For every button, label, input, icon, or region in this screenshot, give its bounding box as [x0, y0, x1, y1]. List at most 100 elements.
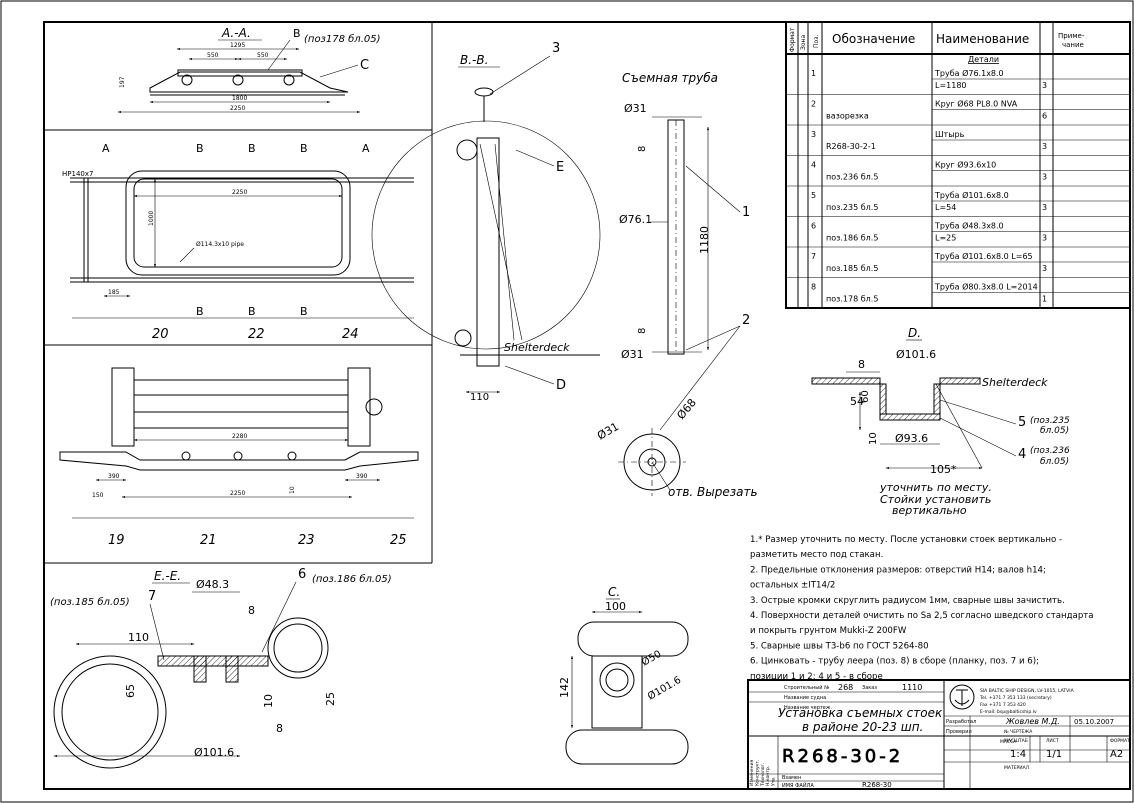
- tb-drawing-no-label: № ЧЕРТЕЖА: [1004, 729, 1033, 735]
- tb-developed: Разработал: [946, 719, 976, 725]
- ee-e10: 10: [262, 694, 275, 708]
- d-note1: уточнить по месту.: [879, 481, 992, 494]
- tb-title2: в районе 20-23 шп.: [802, 720, 923, 734]
- tb-format-label: ФОРМАТ: [1110, 738, 1130, 744]
- row-qty: 3: [1042, 234, 1047, 243]
- tb-number: R268-30-2: [782, 746, 903, 767]
- row-qty: 3: [1042, 264, 1047, 273]
- note-line: 5. Сварные швы Т3-b6 по ГОСТ 5264-80: [750, 641, 929, 651]
- view-aa-title: A.-A.: [221, 26, 251, 40]
- elev-frame-23: 23: [298, 533, 315, 548]
- tb-scale-label: МАСШТАБ: [1004, 738, 1028, 744]
- row-name: Круг Ø68 PL8.0 NVA: [935, 99, 1018, 109]
- note-line: 2. Предельные отклонения размеров: отвер…: [750, 565, 1046, 575]
- view-ee: E.-E. (поз.185 бл.05) 7 6 (поз.186 бл.05…: [50, 567, 392, 769]
- tb-replaces: Взамен: [782, 775, 801, 781]
- plan-frame-22: 22: [248, 327, 265, 342]
- d-callout4-ref2: бл.05): [1040, 457, 1069, 467]
- row-name: Круг Ø93.6x10: [935, 160, 996, 170]
- ee-e8-top: 8: [248, 604, 255, 617]
- ee-marker-6: 6: [298, 567, 306, 582]
- inner-frame: [43, 21, 1131, 790]
- row-pos: 8: [811, 283, 816, 292]
- row-designation: R268-30-2-1: [826, 142, 876, 151]
- plan-b6: B: [300, 305, 308, 318]
- plan-b4: B: [196, 305, 204, 318]
- detail-d-title: D.: [908, 326, 921, 340]
- note-line: 1.* Размер уточнить по месту. После уста…: [750, 535, 1062, 545]
- tb-part-label: Название чертеж.: [784, 705, 832, 711]
- tube-d31-top: Ø31: [624, 102, 647, 115]
- washer-d31: Ø31: [595, 420, 621, 443]
- ee-ref186: (поз.186 бл.05): [312, 573, 392, 585]
- row-qty: 1: [1042, 295, 1047, 304]
- elev-dim-390b: 390: [356, 473, 368, 480]
- c-e142: 142: [558, 677, 571, 698]
- row-name: Труба Ø48.3x8.0: [934, 221, 1004, 231]
- tb-file-label: ИМЯ ФАЙЛА: [782, 782, 814, 789]
- c-d101: Ø101.6: [646, 674, 684, 703]
- view-bb: B.-B. 3 E Shelterdeck D 110: [371, 41, 601, 403]
- row-qty: 3: [1042, 142, 1047, 151]
- ee-e65: 65: [124, 684, 137, 698]
- th-zone: Зона: [800, 35, 807, 50]
- d-callout4-ref: (поз.236: [1030, 446, 1070, 456]
- d-e8: 8: [858, 358, 865, 371]
- tb-project: 268: [838, 683, 853, 692]
- elev-dim-150: 150: [92, 492, 104, 499]
- aa-dim-550b: 550: [257, 52, 269, 59]
- plan-b5: B: [248, 305, 256, 318]
- row-name2: L=54: [935, 203, 956, 212]
- note-line: остальных ±IT14/2: [750, 581, 835, 591]
- aa-dim-550a: 550: [207, 52, 219, 59]
- plan-a-left: A: [102, 142, 110, 155]
- plan-dim-185: 185: [108, 289, 120, 296]
- tb-sheet-label: ЛИСТ: [1046, 738, 1059, 744]
- ee-marker-7: 7: [148, 589, 156, 604]
- aa-dim-1800: 1800: [232, 95, 247, 102]
- row-name: Труба Ø80.3x8.0 L=2014: [934, 282, 1038, 292]
- tb-side-label: Н.контр.: [765, 766, 771, 786]
- table-section: Детали: [968, 55, 999, 64]
- tb-order: 1110: [902, 683, 922, 692]
- row-pos: 5: [811, 191, 816, 200]
- plan-b1: B: [196, 142, 204, 155]
- tb-side-label: Утв.: [771, 777, 777, 786]
- note-line: 4. Поверхности деталей очистить по Sa 2,…: [750, 611, 1094, 621]
- row-pos: 3: [811, 130, 816, 139]
- ee-d48: Ø48.3: [196, 578, 229, 591]
- title-block: Строительный № 268 Заказ 1110 Название с…: [747, 679, 1131, 790]
- elev-dim-2280: 2280: [232, 433, 247, 440]
- note-line: 6. Цинковать - трубу леера (поз. 8) в сб…: [750, 657, 1039, 667]
- tb-company4: E-mail: bsp@balticship.lv: [980, 709, 1037, 715]
- tb-vessel-label: Название судна: [784, 695, 826, 701]
- d-d93: Ø93.6: [895, 432, 928, 445]
- note-line: и покрыть грунтом Mukki-Z 200FW: [750, 626, 907, 636]
- row-pos: 2: [811, 100, 816, 109]
- elev-dim-390a: 390: [108, 473, 120, 480]
- row-designation: поз.185 бл.5: [826, 264, 878, 273]
- d-callout5-ref2: бл.05): [1040, 426, 1069, 436]
- note-line: разметить место под стакан.: [750, 550, 883, 560]
- tube-e8-top: 8: [637, 146, 648, 152]
- view-aa-marker-b: B: [293, 27, 301, 40]
- tb-side-label: Технолог.: [760, 763, 766, 787]
- plan-dim-2250: 2250: [232, 189, 247, 196]
- tb-title1: Установка съемных стоек: [778, 706, 943, 720]
- row-qty: 3: [1042, 173, 1047, 182]
- view-bb-title: B.-B.: [460, 53, 488, 67]
- ee-e110: 110: [128, 631, 149, 644]
- d-e60: 60: [860, 390, 871, 403]
- d-callout4: 4: [1018, 447, 1026, 462]
- row-name: Штырь: [935, 130, 965, 139]
- row-name2: L=1180: [935, 81, 967, 90]
- plan-hp-label: HP140x7: [62, 170, 93, 178]
- tb-project-label: Строительный №: [784, 684, 830, 691]
- washer-note: отв. Вырезать: [668, 485, 758, 499]
- th-name: Наименование: [936, 32, 1029, 46]
- aa-dim-197: 197: [119, 76, 126, 88]
- ee-ref185: (поз.185 бл.05): [50, 596, 130, 608]
- row-designation: вазорезка: [826, 112, 869, 121]
